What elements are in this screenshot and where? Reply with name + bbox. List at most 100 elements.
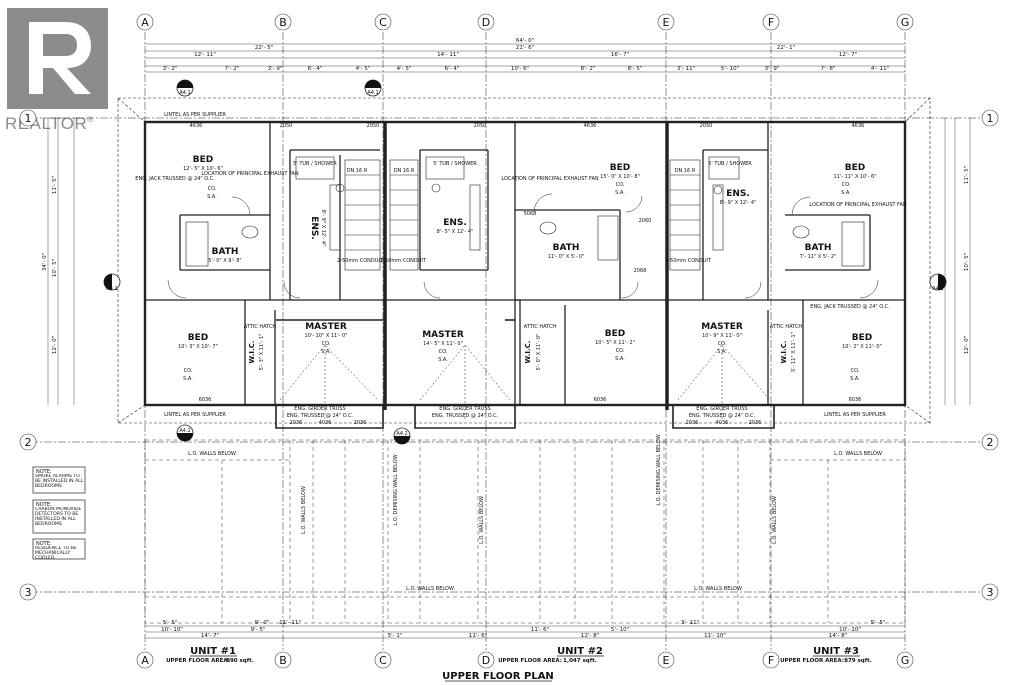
- bottom-dim: 5'- 5": [871, 620, 886, 626]
- unit-name: UNIT #3: [813, 646, 859, 657]
- door-tag: 2068: [634, 268, 647, 274]
- room-name: MASTER: [422, 330, 464, 340]
- room-unit1-wic: W.I.C. 5'- 3" X 11'- 1" ATTIC HATCH: [244, 324, 277, 370]
- sub-row-dim: 4'- 5": [397, 66, 412, 72]
- sub-row-dim: 5'- 10": [721, 66, 739, 72]
- grid-col-c-bottom: C: [379, 654, 387, 667]
- section-ref: A4.1: [932, 286, 943, 292]
- left-dim: 12'- 0": [52, 336, 58, 354]
- room-size: 10'- 9" X 11'- 0": [702, 333, 742, 339]
- sub-row-dim: 10'- 6": [511, 66, 529, 72]
- room-unit1-bed-top: BED 12'- 5" X 10'- 6" LOCATION OF PRINCI…: [135, 155, 299, 200]
- note-co-detectors: NOTE: CARBON MONOXIDE DETECTORS TO BE IN…: [32, 499, 86, 534]
- co-label: CO.: [439, 349, 448, 355]
- room-unit1-ens: ENS. 8'- 9" X 12'- 4" 5' TUB / SHOWER: [293, 161, 337, 246]
- room-name: ENS.: [309, 216, 319, 240]
- sa-label: S.A.: [615, 190, 625, 196]
- grid-bubbles-top: [19, 13, 999, 669]
- door-tag: 5068: [524, 211, 537, 217]
- grid-row-2-left: 2: [25, 436, 32, 449]
- room-unit2-bed-top: BED 15'- 0" X 10'- 8" CO. S.A. LOCATION …: [501, 163, 640, 196]
- exhaust-note: LOCATION OF PRINCIPAL EXHAUST FAN: [501, 176, 599, 182]
- sub-top-dim: 12'- 7": [839, 52, 857, 58]
- unit1-width: 22'- 5": [255, 45, 273, 51]
- room-unit2-wic: W.I.C. 5'- 0" X 11'- 0" ATTIC HATCH: [524, 324, 557, 370]
- truss-note: ENG. JACK TRUSSED @ 24" O.C.: [810, 304, 890, 310]
- overall-height: 34'- 0": [42, 253, 48, 271]
- girder-sub-label: ENG. TRUSSED @ 24" O.C.: [689, 413, 756, 419]
- walls-below-note: L.O. WALLS BELOW: [834, 451, 882, 457]
- room-size: 5'- 0" X 9'- 8": [208, 258, 241, 264]
- sub-row-dim: 7'- 8": [821, 66, 836, 72]
- unit2-dim: 11'- 6": [531, 627, 549, 633]
- section-ref: A4.1: [106, 286, 117, 292]
- unit2-width: 12'- 8": [581, 633, 599, 639]
- sub-row-dim: 4'- 11": [871, 66, 889, 72]
- grid-col-f-top: F: [768, 16, 774, 29]
- sa-label: S.A.: [321, 349, 331, 355]
- unit2-width: 21'- 6": [516, 45, 534, 51]
- girder-sub-label: ENG. TRUSSED @ 24" O.C.: [432, 413, 499, 419]
- sa-label: S.A.: [717, 349, 727, 355]
- walls-below-note: L.O. WALLS BELOW: [694, 586, 742, 592]
- grid-col-a-bottom: A: [141, 654, 149, 667]
- co-label: CO.: [851, 368, 860, 374]
- overall-width: 64'- 0": [516, 38, 534, 44]
- grid-col-d-top: D: [482, 16, 490, 29]
- grid-row-1-right: 1: [987, 112, 994, 125]
- unit3-width: 14'- 8": [829, 633, 847, 639]
- section-marker: A4.1: [929, 273, 947, 292]
- room-size: 5'- 11" X 11'- 1": [791, 332, 797, 372]
- sub-row-dim: 3'- 9": [765, 66, 780, 72]
- unit-area: 1,047 sqft.: [563, 658, 597, 664]
- girder-label: ENG. GIRDER TRUSS: [294, 406, 345, 412]
- sub-row-dim: 4'- 5": [356, 66, 371, 72]
- door-tag: 2036: [290, 420, 303, 426]
- section-marker: A4.1: [176, 79, 194, 97]
- conduit-note: 2-50mm CONDUIT: [337, 258, 384, 264]
- sa-label: S.A.: [850, 376, 860, 382]
- unit-area: 879 sqft.: [844, 658, 872, 664]
- plan-title: UPPER FLOOR PLAN: [442, 671, 554, 682]
- attic-label: ATTIC HATCH: [770, 324, 803, 330]
- walls-below-note: L.O. WALLS BELOW: [188, 451, 236, 457]
- conduit-note: 2-50mm CONDUIT: [665, 258, 712, 264]
- room-unit1-bed-bottom: BED 10'- 3" X 10'- 7" CO. S.A.: [178, 333, 218, 382]
- bottom-dimension-strings: [145, 625, 905, 639]
- unit2-dim: 5'- 10": [611, 627, 629, 633]
- unit3-width: 22'- 1": [777, 45, 795, 51]
- section-ref: A4.1: [367, 90, 378, 96]
- unit-area-label: UPPER FLOOR AREA:: [166, 658, 230, 664]
- room-name: BED: [852, 333, 872, 343]
- room-name: BED: [610, 163, 630, 173]
- grid-col-f-bottom: F: [768, 654, 774, 667]
- walls-below-note: L.O. WALLS BELOW: [406, 586, 454, 592]
- room-name: BED: [605, 329, 625, 339]
- door-swings: [167, 193, 879, 299]
- co-label: CO.: [208, 186, 217, 192]
- room-size: 14'- 5" X 11'- 0": [423, 341, 463, 347]
- door-tag: 6036: [594, 397, 607, 403]
- tub-label: 5' TUB / SHOWER: [293, 161, 337, 167]
- girder-label: ENG. GIRDER TRUSS: [439, 406, 490, 412]
- sub-top-dim: 12'- 11": [194, 52, 216, 58]
- door-tag: 2036: [749, 420, 762, 426]
- room-name: MASTER: [701, 322, 743, 332]
- truss-hip-lines: [279, 344, 771, 420]
- unit-1-label: UNIT #1 UPPER FLOOR AREA: 890 sqft.: [166, 646, 254, 664]
- exterior-walls: [143, 120, 907, 407]
- room-unit2-bath: BATH 11'- 0" X 5'- 0": [548, 243, 585, 260]
- room-unit3-bed-bottom: BED 10'- 2" X 11'- 0" CO. S.A.: [842, 333, 882, 382]
- tub-label: 5' TUB / SHOWER: [708, 161, 752, 167]
- door-tag: 4636: [584, 123, 597, 129]
- sub-row-dim: 3'- 9": [268, 66, 283, 72]
- co-label: CO.: [842, 182, 851, 188]
- section-marker: A4.1: [103, 273, 121, 292]
- bump-outs: [275, 319, 775, 429]
- lintel-note: LINTEL AS PER SUPPLIER: [824, 412, 886, 418]
- door-tag: 4036: [319, 420, 332, 426]
- demising-note: L.O. DEMISING WALL BELOW: [656, 434, 662, 505]
- side-dimension-strings: [47, 118, 971, 405]
- room-size: 5'- 3" X 11'- 1": [259, 334, 265, 371]
- door-tag: 2036: [686, 420, 699, 426]
